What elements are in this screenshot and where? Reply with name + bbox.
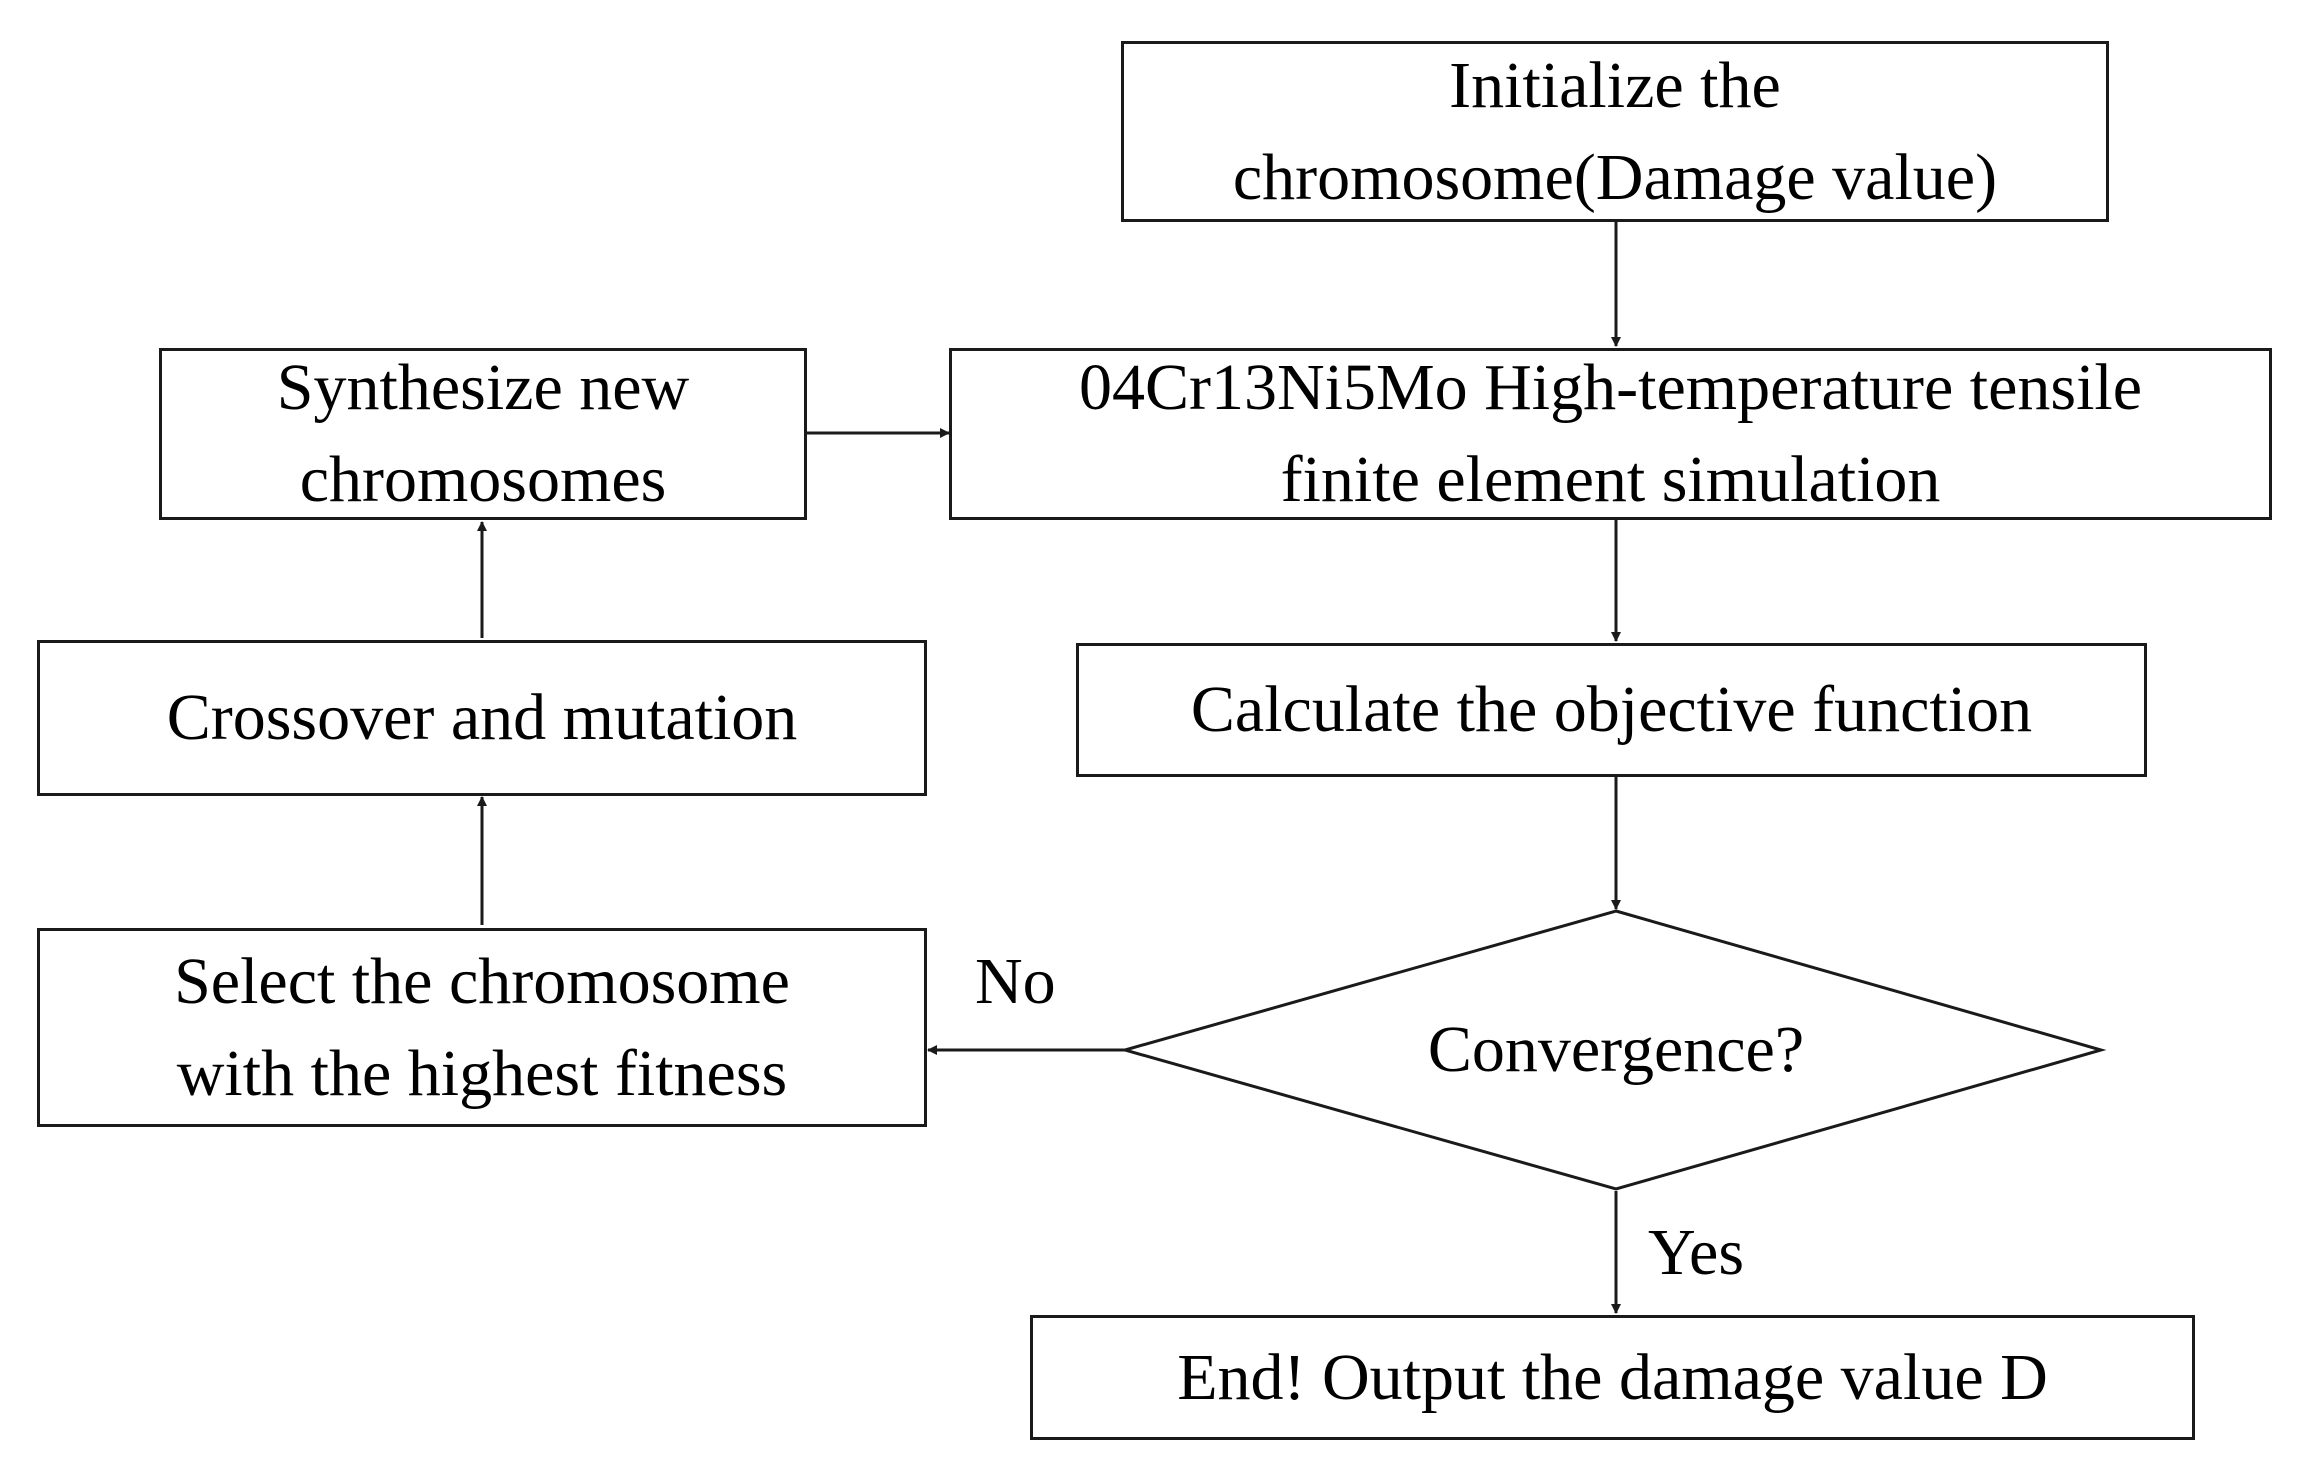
end-output-line-1: End! Output the damage value D — [1177, 1340, 2048, 1414]
convergence-diamond — [1119, 909, 2107, 1191]
yes-edge-label: Yes — [1648, 1216, 1745, 1289]
simulation-line-2: finite element simulation — [1280, 443, 1941, 516]
simulation-box: 04Cr13Ni5Mo High-temperature tensile fin… — [949, 348, 2272, 520]
convergence-label: Convergence? — [1427, 1013, 1805, 1086]
synthesize-chromosomes-box: Synthesize new chromosomes — [159, 348, 807, 520]
initialize-chromosome-line-2: chromosome(Damage value) — [1232, 140, 1998, 214]
initialize-chromosome-line-1: Initialize the — [1449, 48, 1781, 122]
crossover-mutation-text: Crossover and mutation — [167, 672, 798, 764]
initialize-chromosome-box: Initialize the chromosome(Damage value) — [1121, 41, 2109, 222]
no-edge-label: No — [975, 945, 1056, 1018]
simulation-text: 04Cr13Ni5Mo High-temperature tensile fin… — [1079, 342, 2142, 526]
simulation-line-1: 04Cr13Ni5Mo High-temperature tensile — [1078, 351, 2143, 424]
synthesize-chromosomes-line-1: Synthesize new — [276, 351, 690, 424]
objective-function-line-1: Calculate the objective function — [1190, 673, 2033, 746]
select-chromosome-line-1: Select the chromosome — [174, 944, 790, 1018]
end-output-box: End! Output the damage value D — [1030, 1315, 2195, 1440]
select-chromosome-line-2: with the highest fitness — [176, 1036, 788, 1110]
crossover-mutation-box: Crossover and mutation — [37, 640, 927, 796]
select-chromosome-box: Select the chromosome with the highest f… — [37, 928, 927, 1127]
synthesize-chromosomes-text: Synthesize new chromosomes — [277, 342, 689, 526]
initialize-chromosome-text: Initialize the chromosome(Damage value) — [1233, 40, 1997, 224]
synthesize-chromosomes-line-2: chromosomes — [299, 443, 667, 516]
end-output-text: End! Output the damage value D — [1177, 1332, 2048, 1424]
select-chromosome-text: Select the chromosome with the highest f… — [174, 936, 790, 1120]
objective-function-box: Calculate the objective function — [1076, 643, 2147, 777]
crossover-mutation-line-1: Crossover and mutation — [166, 681, 798, 754]
objective-function-text: Calculate the objective function — [1191, 664, 2032, 756]
